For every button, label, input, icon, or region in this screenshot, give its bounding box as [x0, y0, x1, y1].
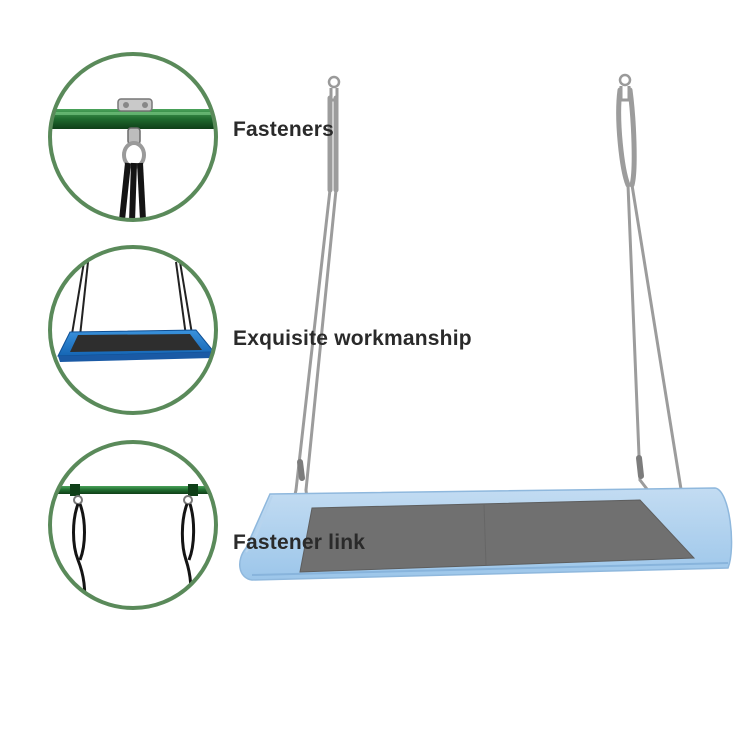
right-ropes [616, 87, 692, 552]
fastener-link-detail-icon [48, 440, 218, 610]
fastener-detail-icon [48, 52, 218, 222]
feature-label-fasteners: Fasteners [233, 118, 335, 141]
feature-label-fastener-link: Fastener link [233, 531, 366, 554]
swing-seat [239, 487, 733, 581]
left-ropes [281, 95, 339, 554]
swing-seat-detail-icon [48, 245, 218, 415]
main-swing-illustration [239, 73, 733, 581]
feature-label-workmanship: Exquisite workmanship [233, 327, 472, 350]
